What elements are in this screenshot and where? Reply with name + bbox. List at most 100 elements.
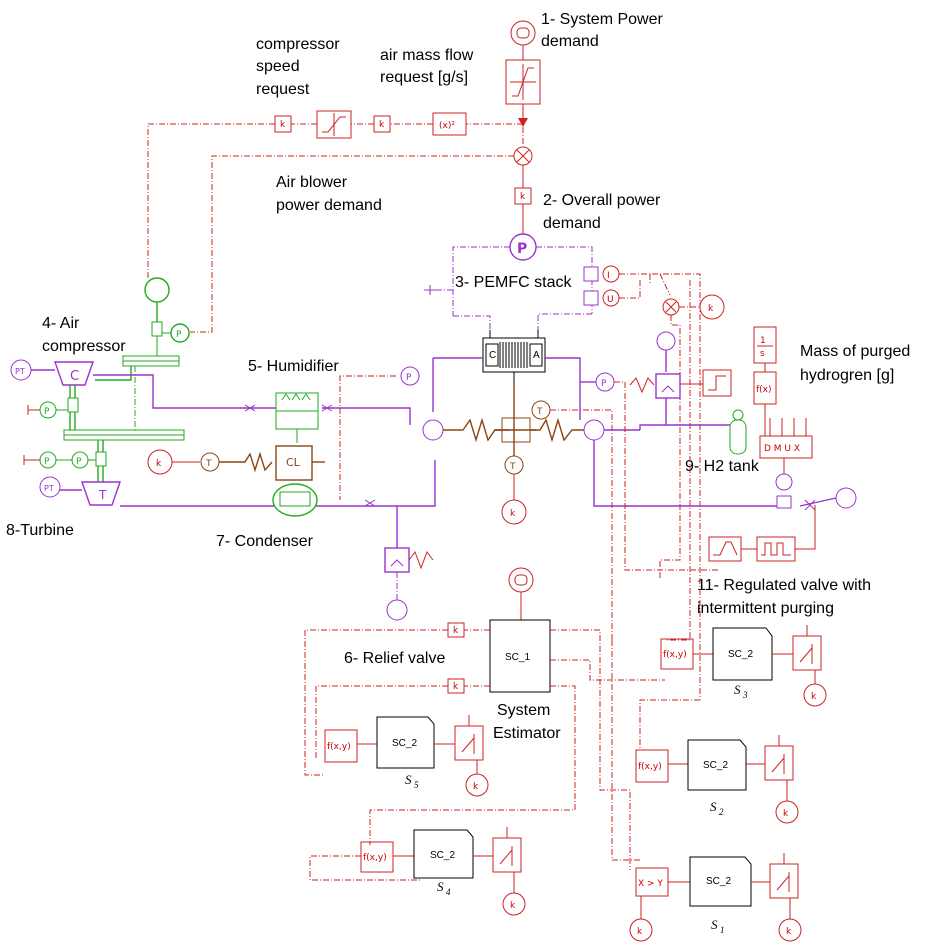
label-air-mass-flow-1: air mass flow (380, 47, 474, 64)
svg-text:PT: PT (44, 484, 54, 493)
label-system-power-2: demand (541, 33, 599, 50)
gain-block-3: k (514, 187, 532, 205)
label-humidifier: 5- Humidifier (248, 358, 339, 375)
compressor-speed-sensor (144, 277, 170, 303)
subcontroller-s3: f(x,y) SC_2 k (660, 625, 827, 707)
compressor-pressure-sensor: P (170, 323, 190, 343)
anode-manifold (583, 419, 605, 441)
pulse-source (756, 536, 796, 562)
turbine: T (81, 481, 121, 506)
current-sensor: I (583, 265, 620, 283)
flow-sensor (775, 473, 793, 509)
power-sensor: P (509, 233, 537, 261)
svg-text:f(x,y): f(x,y) (663, 650, 687, 660)
svg-text:P: P (517, 241, 527, 257)
saturation-block (316, 110, 352, 139)
svg-text:X > Y: X > Y (638, 879, 663, 889)
label-air-mass-flow-2: request [g/s] (380, 69, 468, 86)
power-demand-source (510, 20, 536, 46)
svg-text:k: k (510, 509, 516, 519)
svg-text:T: T (98, 488, 107, 502)
svg-text:SC_2: SC_2 (706, 876, 731, 887)
svg-text:k: k (453, 626, 459, 636)
temperature-sensor-1: T (200, 452, 220, 472)
estimator-input-source (508, 567, 534, 593)
svg-text:T: T (205, 459, 212, 469)
label-air-compressor-2: compressor (42, 338, 126, 355)
step-source (702, 369, 732, 397)
label-s1: S (711, 917, 718, 932)
svg-text:U: U (607, 295, 614, 305)
svg-text:k: k (156, 459, 162, 469)
svg-text:f(x): f(x) (756, 385, 772, 395)
label-pemfc-stack: 3- PEMFC stack (455, 274, 572, 291)
gain-block-1: k (373, 115, 391, 133)
svg-text:C: C (489, 350, 496, 361)
humidifier (275, 392, 319, 443)
summing-junction (513, 146, 533, 166)
heat-exchanger: CL (275, 445, 313, 481)
svg-text:I: I (607, 271, 610, 281)
label-overall-power-1: 2- Overall power (543, 192, 661, 209)
label-system-estimator-1: System (497, 702, 550, 719)
svg-text:P: P (76, 457, 82, 467)
anode-pressure-sensor: P (595, 372, 615, 392)
pemfc-stack: C A (482, 330, 546, 384)
label-air-blower-2: power demand (276, 197, 382, 214)
label-s2-n: 2 (719, 807, 724, 817)
multiply-junction (662, 298, 680, 316)
svg-text:P: P (44, 457, 50, 467)
svg-text:k: k (510, 901, 516, 911)
svg-text:T: T (509, 462, 516, 472)
ambient-temperature-sensor: T (504, 455, 524, 475)
h2-tank (729, 409, 747, 455)
svg-text:T: T (536, 407, 543, 417)
label-s2: S (710, 799, 717, 814)
stack-temperature-sensor: T (531, 400, 551, 420)
svg-text:SC_2: SC_2 (392, 738, 417, 749)
gain-block-5: k (447, 678, 465, 694)
svg-text:f(x,y): f(x,y) (327, 742, 351, 752)
air-compressor: C (54, 361, 94, 386)
gain-source: k (699, 294, 725, 320)
label-s3-n: 3 (742, 690, 748, 700)
svg-text:k: k (786, 927, 792, 937)
svg-text:k: k (453, 682, 459, 692)
label-regulated-valve-2: intermittent purging (697, 600, 834, 617)
svg-text:SC_2: SC_2 (430, 850, 455, 861)
label-turbine: 8-Turbine (6, 522, 74, 539)
svg-text:f(x,y): f(x,y) (638, 762, 662, 772)
svg-text:P: P (406, 373, 412, 383)
svg-text:CL: CL (286, 456, 301, 469)
svg-text:k: k (379, 120, 385, 130)
integrator-block: 1 s (753, 326, 777, 364)
label-relief-valve: 6- Relief valve (344, 650, 445, 667)
svg-text:k: k (473, 782, 479, 792)
motor-torque-source: P (27, 401, 57, 419)
svg-text:(x)²: (x)² (439, 121, 455, 131)
gain-block-4: k (447, 622, 465, 638)
svg-text:P: P (176, 330, 182, 340)
label-system-power-1: 1- System Power (541, 11, 663, 28)
label-system-estimator-2: Estimator (493, 725, 561, 742)
label-regulated-valve-1: 11- Regulated valve with (697, 577, 871, 594)
system-estimator-block: SC_1 (489, 619, 551, 693)
cathode-manifold (422, 419, 444, 441)
label-overall-power-2: demand (543, 215, 601, 232)
svg-text:f(x,y): f(x,y) (363, 853, 387, 863)
label-s5-n: 5 (414, 780, 419, 790)
subcontroller-s4: f(x,y) SC_2 k (360, 827, 526, 916)
svg-text:PT: PT (15, 367, 25, 376)
stack-thermal-node (494, 400, 536, 460)
power-function-block: (x)² (432, 112, 467, 136)
relief-valve (384, 547, 410, 573)
regulated-valve (655, 373, 681, 399)
svg-text:P: P (601, 379, 607, 389)
label-air-compressor-1: 4- Air (42, 315, 80, 332)
label-compressor-speed-3: request (256, 81, 310, 98)
regulated-valve-sensor (656, 331, 676, 351)
function-block: f(x) (753, 371, 777, 405)
outlet-source (835, 487, 857, 509)
